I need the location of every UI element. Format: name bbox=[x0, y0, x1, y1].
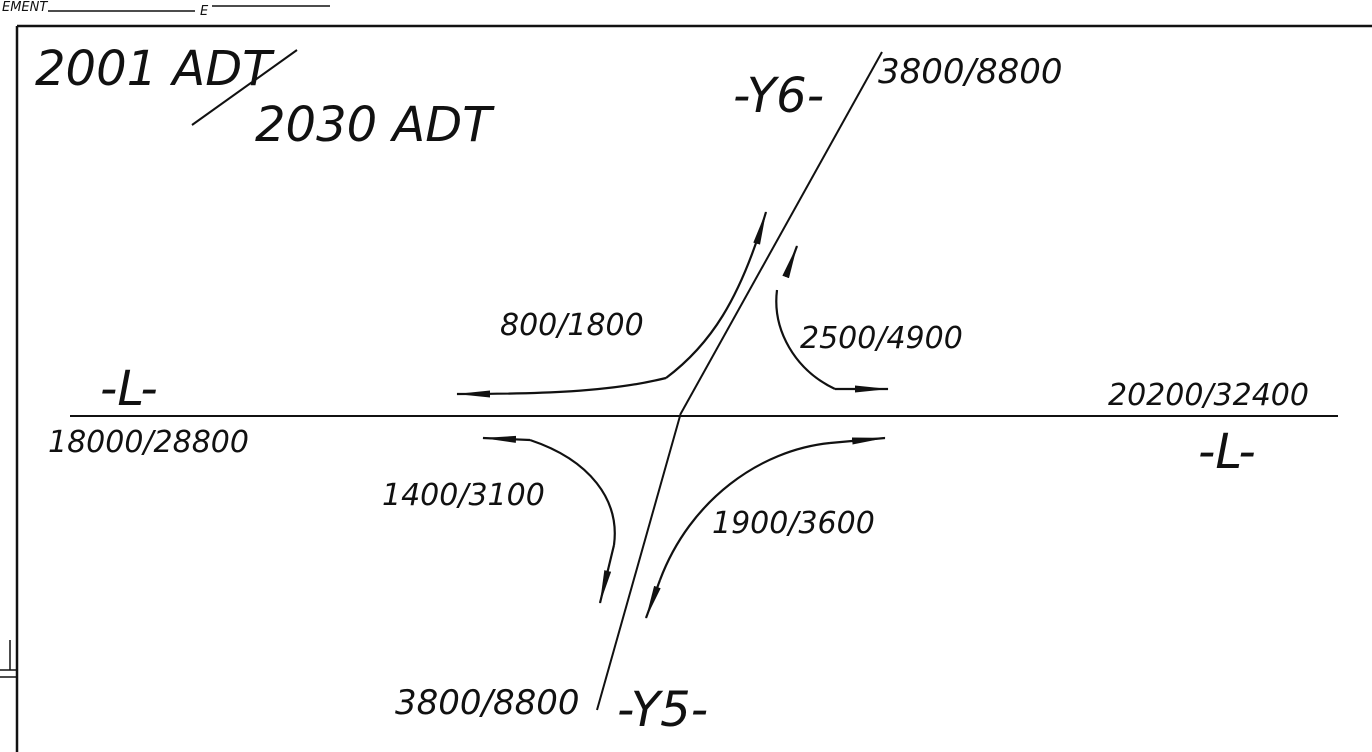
turn-arrow-se-to-east bbox=[829, 436, 886, 445]
turn-arrow-ne-to-north bbox=[782, 245, 799, 279]
turn-arrow-nw-to-north bbox=[665, 211, 768, 379]
turn-arrow-sw-to-south bbox=[598, 544, 616, 604]
road-label-y6: -Y6- 3800/8800 bbox=[733, 52, 1063, 124]
y6-name: -Y6- bbox=[733, 68, 824, 124]
header-fragment-left: EMENT bbox=[2, 0, 48, 15]
y5-name: -Y5- bbox=[617, 682, 708, 738]
l-east-volume: 20200/32400 bbox=[1108, 378, 1309, 413]
turn-volume-nw: 800/1800 bbox=[500, 308, 644, 343]
y6-volume: 3800/8800 bbox=[878, 52, 1063, 92]
y6-road-north-leg bbox=[679, 51, 883, 416]
header-fragment: EMENT E bbox=[2, 0, 330, 19]
road-label-l-west: -L- 18000/28800 bbox=[48, 361, 249, 460]
turn-arrow-se-curve bbox=[658, 441, 831, 581]
l-west-name: -L- bbox=[100, 361, 158, 417]
turn-arrow-nw-to-west bbox=[456, 376, 667, 398]
road-label-l-east: 20200/32400 -L- bbox=[1108, 378, 1309, 480]
turn-arrow-sw-to-west bbox=[482, 435, 531, 443]
y5-road-south-leg bbox=[596, 415, 681, 711]
turn-volume-sw: 1400/3100 bbox=[382, 478, 545, 513]
turn-volume-se: 1900/3600 bbox=[712, 506, 875, 541]
adt-legend: 2001 ADT 2030 ADT bbox=[35, 41, 495, 153]
turn-arrow-sw-curve bbox=[529, 438, 616, 546]
frame-left-margin-mark bbox=[0, 640, 17, 678]
turn-volume-ne: 2500/4900 bbox=[800, 321, 963, 356]
header-fragment-mid: E bbox=[200, 4, 209, 19]
turn-arrow-ne-curve bbox=[775, 289, 836, 390]
turn-arrow-se-to-south bbox=[644, 579, 662, 619]
legend-top-label: 2001 ADT bbox=[35, 41, 275, 97]
legend-bottom-label: 2030 ADT bbox=[255, 97, 495, 153]
legend-divider-slash bbox=[191, 49, 298, 126]
l-west-volume: 18000/28800 bbox=[48, 425, 249, 460]
y5-volume: 3800/8800 bbox=[395, 683, 580, 723]
road-label-y5: 3800/8800 -Y5- bbox=[395, 682, 708, 738]
l-east-name: -L- bbox=[1198, 424, 1256, 480]
